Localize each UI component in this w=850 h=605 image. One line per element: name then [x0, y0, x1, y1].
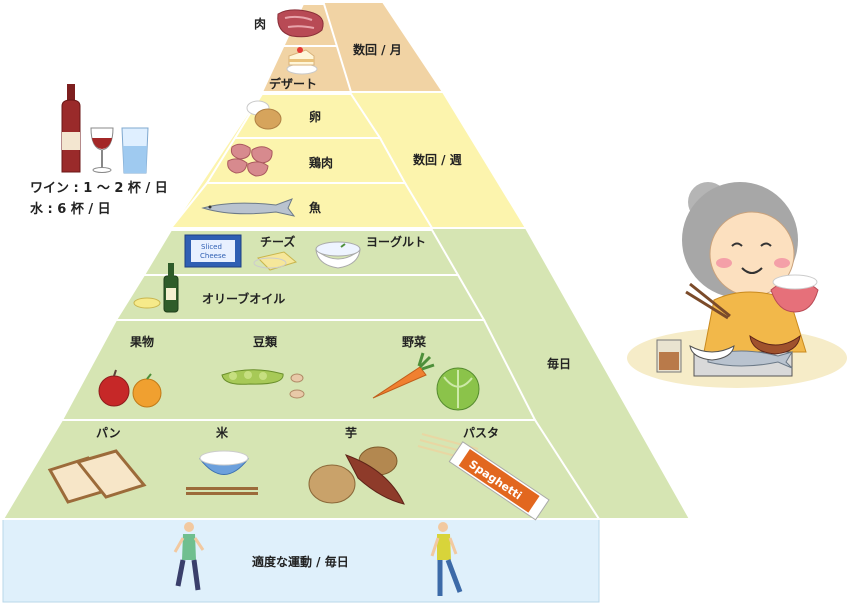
wine-bottle-icon: [61, 84, 81, 173]
grandma-eating-illustration: [627, 182, 847, 388]
beans-label: 豆類: [253, 334, 278, 349]
beans-icon: [221, 369, 305, 399]
fruit-icon: [98, 369, 162, 408]
potato-icon: [308, 446, 405, 505]
water-guideline: 水 : 6 杯 / 日: [30, 202, 111, 217]
cheese-package-text-1: Sliced: [201, 243, 222, 251]
walker-icon: [430, 522, 463, 596]
tier-meat-dessert: [260, 3, 353, 93]
bread-icon: [47, 449, 147, 504]
vegetables-icon: [372, 352, 480, 411]
exercise-band: [2, 518, 600, 603]
fish-icon: [201, 198, 296, 217]
water-glass-icon: [121, 127, 149, 174]
rice-label: 米: [216, 425, 229, 440]
wine-guideline: ワイン : 1 ～ 2 杯 / 日: [30, 181, 168, 196]
olive-oil-label: オリーブオイル: [202, 291, 285, 306]
tier-grains: [1, 419, 601, 520]
freq-monthly-label: 数回 / 月: [353, 42, 402, 57]
yogurt-label: ヨーグルト: [366, 234, 426, 249]
egg-icon: [246, 100, 282, 130]
fruit-label: 果物: [129, 334, 154, 349]
chicken-icon: [227, 143, 273, 177]
cheese-package-text-2: Cheese: [200, 252, 226, 260]
cheese-label: チーズ: [260, 234, 295, 249]
olive-oil-icon: [133, 263, 179, 313]
drink-guidelines: ワイン : 1 ～ 2 杯 / 日 水 : 6 杯 / 日: [30, 178, 168, 220]
pasta-label: パスタ: [463, 426, 499, 440]
cheese-icon: Sliced Cheese: [184, 234, 298, 271]
yogurt-icon: [315, 241, 361, 269]
egg-label: 卵: [309, 109, 321, 124]
runner-icon: [173, 522, 205, 591]
fish-label: 魚: [309, 200, 321, 215]
dessert-label: デザート: [269, 76, 317, 91]
pasta-icon: Spaghetti: [417, 433, 550, 521]
bread-label: パン: [96, 426, 121, 440]
wine-glass-icon: [90, 127, 114, 173]
freq-daily-label: 毎日: [547, 356, 571, 371]
freq-weekly-label: 数回 / 週: [413, 152, 462, 167]
exercise-label: 適度な運動 / 毎日: [252, 554, 349, 569]
chicken-label: 鶏肉: [309, 155, 333, 170]
cake-icon: [286, 47, 318, 75]
rice-icon: [186, 450, 258, 495]
vegetables-label: 野菜: [402, 334, 426, 349]
meat-label: 肉: [254, 16, 266, 31]
meat-icon: [277, 9, 324, 38]
potato-label: 芋: [345, 425, 357, 440]
tier-fish: [168, 182, 434, 229]
